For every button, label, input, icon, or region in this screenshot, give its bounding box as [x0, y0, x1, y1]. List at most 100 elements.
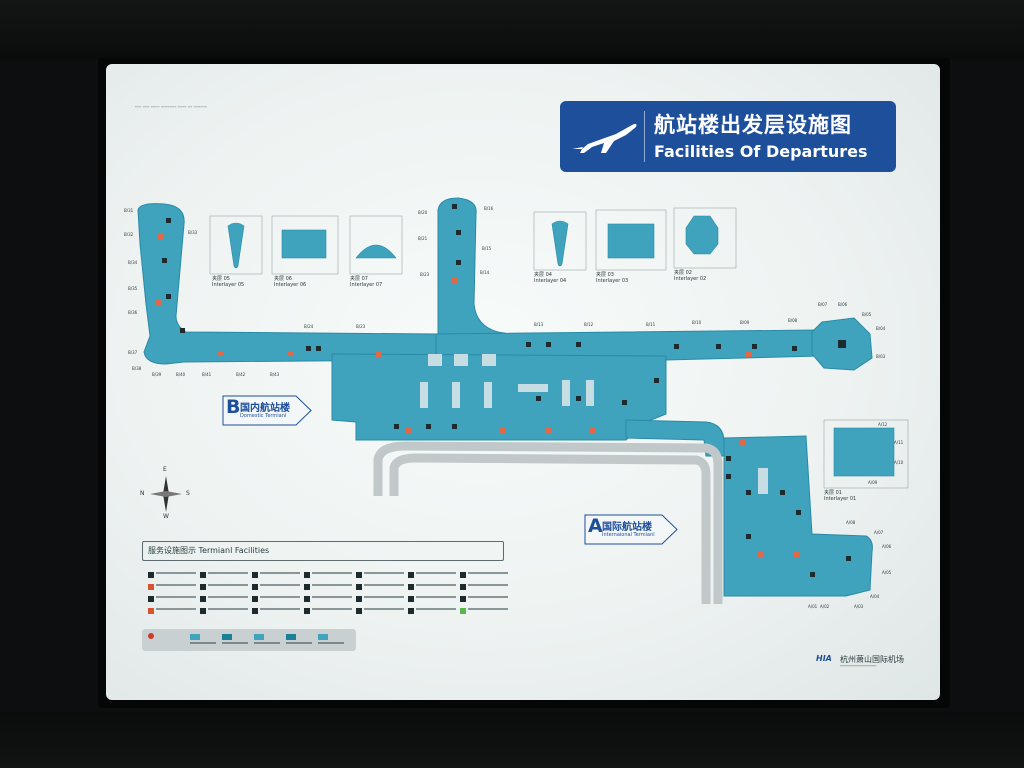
terminal-floor-plan: 夹层 05 Interlayer 05 夹层 06 Interlayer 06 … — [124, 197, 909, 609]
gate-label: A/04 — [870, 594, 880, 599]
legend-item — [408, 595, 458, 605]
international-terminal-name-cn: 国际航站楼 — [602, 522, 652, 533]
inset-label-01-cn: 夹层 01 — [824, 489, 842, 496]
domestic-terminal-name-cn: 国内航站楼 — [240, 403, 290, 414]
gate-label: B/33 — [188, 230, 198, 235]
gate-label: B/07 — [818, 302, 828, 307]
main-hall — [331, 353, 667, 441]
banner-title-en: Facilities Of Departures — [654, 142, 868, 161]
gate-label: B/15 — [482, 246, 492, 251]
gate-label: B/31 — [124, 208, 134, 213]
legend-item — [460, 607, 510, 617]
gate-label: B/23 — [420, 272, 430, 277]
domestic-terminal-name-en: Domestic Termianl — [240, 413, 287, 419]
gate-label: B/23 — [356, 324, 366, 329]
legend-title-box: 服务设施图示 Termianl Facilities — [142, 541, 504, 561]
gate-label: B/12 — [584, 322, 594, 327]
gate-label: A/01 — [808, 604, 818, 609]
gate-label: A/12 — [878, 422, 888, 427]
legend-area-key — [142, 629, 356, 651]
legend-item — [148, 583, 198, 593]
compass-icon — [150, 476, 182, 512]
legend-item — [460, 595, 510, 605]
wall-background-bottom — [0, 712, 1024, 768]
inset-label-05-cn: 夹层 05 — [212, 275, 230, 282]
inset-label-04-cn: 夹层 04 — [534, 271, 552, 278]
gate-label: B/39 — [152, 372, 162, 377]
gate-label: B/11 — [646, 322, 656, 327]
gate-label: B/09 — [740, 320, 750, 325]
legend-item — [460, 571, 510, 581]
gate-label: B/06 — [838, 302, 848, 307]
facilities-legend: 服务设施图示 Termianl Facilities — [142, 541, 508, 651]
legend-area-item — [254, 634, 290, 646]
compass-e: E — [163, 466, 167, 473]
legend-item — [304, 583, 354, 593]
legend-item — [148, 607, 198, 617]
gate-label: B/08 — [788, 318, 798, 323]
operator-subtitle: ━━━━━━━━━━━━━━━━━━━━ — [840, 664, 877, 668]
gate-label: B/10 — [692, 320, 702, 325]
legend-item — [200, 571, 250, 581]
inset-label-07-cn: 夹层 07 — [350, 275, 368, 282]
gate-label: B/35 — [128, 286, 138, 291]
compass-rose: E N S W — [140, 466, 192, 520]
inset-label-03-cn: 夹层 03 — [596, 271, 614, 278]
legend-item — [304, 595, 354, 605]
center-pier — [437, 197, 511, 335]
legend-item — [408, 607, 458, 617]
gate-label: A/06 — [882, 544, 892, 549]
banner-title-cn: 航站楼出发层设施图 — [654, 113, 852, 137]
gate-label: B/43 — [270, 372, 280, 377]
legend-item — [356, 583, 406, 593]
gate-label: A/07 — [874, 530, 884, 535]
international-terminal-letter: A — [588, 515, 603, 537]
legend-item — [408, 583, 458, 593]
domestic-terminal-arrow: B 国内航站楼 Domestic Termianl — [222, 395, 312, 426]
legend-item — [200, 607, 250, 617]
inset-label-01-en: Interlayer 01 — [824, 496, 856, 502]
you-are-here-pin-icon — [148, 633, 154, 639]
legend-item — [200, 595, 250, 605]
legend-area-item — [190, 634, 226, 646]
legend-item — [252, 571, 302, 581]
gate-label: A/05 — [882, 570, 892, 575]
operator-name: 杭州萧山国际机场 — [840, 655, 904, 664]
domestic-terminal-letter: B — [226, 396, 241, 418]
legend-item — [304, 607, 354, 617]
inset-label-04-en: Interlayer 04 — [534, 278, 566, 284]
gate-label: B/13 — [534, 322, 544, 327]
gate-label: A/02 — [820, 604, 830, 609]
inset-label-02-en: Interlayer 02 — [674, 276, 706, 282]
gate-label: B/38 — [132, 366, 142, 371]
legend-item — [356, 607, 406, 617]
airplane-icon — [572, 123, 637, 153]
gate-label: B/32 — [124, 232, 134, 237]
operator-mark: HIA — [816, 654, 832, 663]
compass-n: N — [140, 490, 145, 497]
gate-label: B/14 — [480, 270, 490, 275]
wall-background-top — [0, 0, 1024, 60]
gate-label: A/10 — [894, 460, 904, 465]
gate-label: B/20 — [418, 210, 428, 215]
legend-item — [252, 607, 302, 617]
inset-label-03-en: Interlayer 03 — [596, 278, 628, 284]
compass-w: W — [163, 513, 169, 520]
gate-label: B/36 — [128, 310, 138, 315]
international-terminal-name-en: Internaional Termianl — [602, 532, 655, 538]
gate-label: B/03 — [876, 354, 886, 359]
gate-label: A/09 — [868, 480, 878, 485]
legend-item — [252, 583, 302, 593]
inset-label-05-en: Interlayer 05 — [212, 282, 244, 288]
gate-label: A/11 — [894, 440, 904, 445]
inset-label-06-en: Interlayer 06 — [274, 282, 306, 288]
legend-item — [356, 571, 406, 581]
gate-label: B/05 — [862, 312, 872, 317]
inset-label-07-en: Interlayer 07 — [350, 282, 382, 288]
gate-label: B/34 — [128, 260, 138, 265]
fine-print-caption: ━━━ ━━━ ━━━━ ━━━━━━━ ━━━━ ━━ ━━━━━━ — [135, 105, 208, 109]
gate-label: B/21 — [418, 236, 428, 241]
legend-title: 服务设施图示 Termianl Facilities — [148, 546, 270, 555]
legend-item — [200, 583, 250, 593]
international-terminal-arrow: A 国际航站楼 Internaional Termianl — [584, 514, 678, 545]
